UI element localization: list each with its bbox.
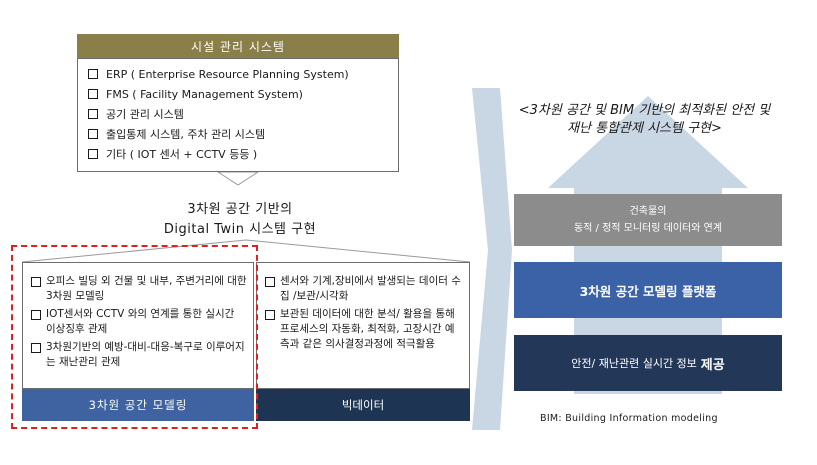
big-right-arrow	[472, 88, 512, 430]
checkbox-icon	[88, 109, 98, 119]
integrated-title-line1: <3차원 공간 및 BIM 기반의 최적화된 안전 및	[518, 103, 771, 118]
checkbox-icon	[265, 277, 275, 287]
digital-twin-line2: Digital Twin 시스템 구현	[163, 222, 317, 237]
digital-twin-title: 3차원 공간 기반의 Digital Twin 시스템 구현	[118, 200, 362, 240]
realtime-info-emphasis: 제공	[700, 357, 725, 373]
checkbox-icon	[31, 343, 41, 353]
facility-system-title: 시설 관리 시스템	[191, 39, 285, 54]
checkbox-icon	[88, 89, 98, 99]
list-item: 기타 ( IOT 센서 + CCTV 등등 )	[88, 145, 390, 165]
list-item: FMS ( Facility Management System)	[88, 85, 390, 105]
list-item: IOT센서와 CCTV 와의 연계를 통한 실시간 이상징후 관제	[31, 307, 247, 337]
integrated-title-line2: 재난 통합관제 시스템 구현>	[567, 121, 722, 136]
platform-box: 3차원 공간 모델링 플랫폼	[514, 262, 782, 318]
list-item: 3차원기반의 예방-대비-대응-복구로 이루어지는 재난관리 관제	[31, 340, 247, 370]
integrated-system-title: <3차원 공간 및 BIM 기반의 최적화된 안전 및 재난 통합관제 시스템 …	[482, 102, 807, 138]
facility-system-header: 시설 관리 시스템	[77, 34, 399, 58]
list-item: ERP ( Enterprise Resource Planning Syste…	[88, 65, 390, 85]
bim-footnote: BIM: Building Information modeling	[540, 413, 718, 424]
checkbox-icon	[88, 69, 98, 79]
digital-twin-line1: 3차원 공간 기반의	[187, 202, 293, 217]
facility-system-list: ERP ( Enterprise Resource Planning Syste…	[77, 58, 399, 172]
bigdata-panel: 센서와 기계,장비에서 발생되는 데이터 수집 /보관/시각화 보관된 데이터에…	[256, 262, 470, 389]
list-item: 출입통제 시스템, 주차 관리 시스템	[88, 125, 390, 145]
modeling-label: 3차원 공간 모델링	[88, 398, 188, 412]
checkbox-icon	[31, 277, 41, 287]
top-pointer	[216, 171, 260, 186]
highlight-dashed-frame	[11, 245, 258, 429]
monitoring-line1: 건축물의	[629, 206, 667, 217]
list-item: 오피스 빌딩 외 건물 및 내부, 주변거리에 대한 3차원 모델링	[31, 274, 247, 304]
panel-roof	[21, 239, 471, 263]
modeling-label-bar: 3차원 공간 모델링	[22, 389, 254, 421]
monitoring-box: 건축물의 동적 / 정적 모니터링 데이터와 연계	[514, 194, 782, 246]
monitoring-line2: 동적 / 정적 모니터링 데이터와 연계	[573, 223, 723, 234]
checkbox-icon	[265, 310, 275, 320]
realtime-info-label: 안전/ 재난관련 실시간 정보	[571, 357, 697, 370]
list-item: 센서와 기계,장비에서 발생되는 데이터 수집 /보관/시각화	[265, 274, 463, 304]
platform-label: 3차원 공간 모델링 플랫폼	[579, 283, 717, 299]
list-item: 보관된 데이터에 대한 분석/ 활용을 통해 프로세스의 자동화, 최적화, 고…	[265, 307, 463, 352]
checkbox-icon	[88, 149, 98, 159]
modeling-panel: 오피스 빌딩 외 건물 및 내부, 주변거리에 대한 3차원 모델링 IOT센서…	[22, 262, 254, 389]
bigdata-label-bar: 빅데이터	[256, 389, 470, 421]
bigdata-label: 빅데이터	[341, 398, 385, 412]
checkbox-icon	[88, 129, 98, 139]
checkbox-icon	[31, 310, 41, 320]
list-item: 공기 관리 시스템	[88, 105, 390, 125]
